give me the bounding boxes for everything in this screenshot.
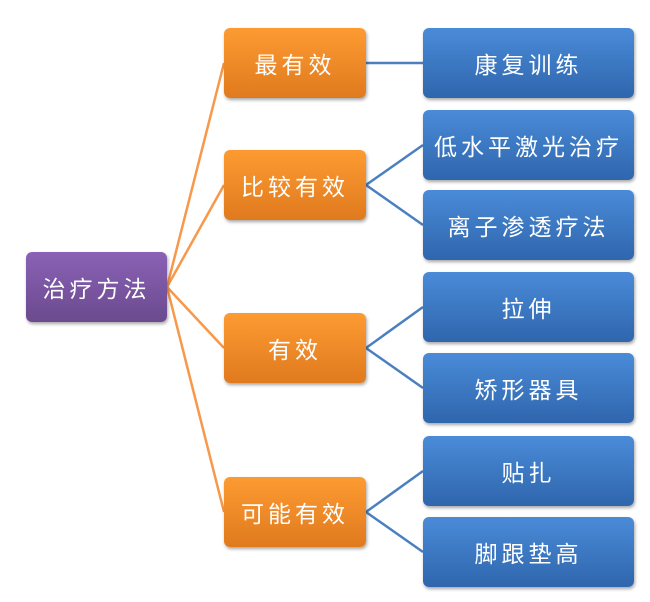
connector-root-cat0 [165,62,226,288]
item-rehab-training: 康复训练 [423,28,634,98]
category-possibly-effective: 可能有效 [224,477,366,547]
connector-cat1-item1 [365,183,424,227]
item-heel-lift: 脚跟垫高 [423,517,634,587]
category-effective: 有效 [224,313,366,383]
connector-cat2-item0 [365,305,424,350]
root-node: 治疗方法 [26,252,167,322]
connector-cat3-item1 [365,510,424,554]
connector-cat1-item0 [365,143,424,187]
item-low-level-laser: 低水平激光治疗 [423,110,634,180]
connector-root-cat2 [166,286,225,349]
item-taping: 贴扎 [423,436,634,506]
connector-root-cat1 [165,184,226,288]
connector-cat3-item0 [365,469,424,514]
connector-cat2-item1 [365,346,424,390]
connector-root-cat3 [165,286,226,513]
item-stretching: 拉伸 [423,272,634,342]
item-orthotics: 矫形器具 [423,353,634,423]
category-fairly-effective: 比较有效 [224,150,366,220]
item-iontophoresis: 离子渗透疗法 [423,190,634,260]
category-most-effective: 最有效 [224,28,366,98]
